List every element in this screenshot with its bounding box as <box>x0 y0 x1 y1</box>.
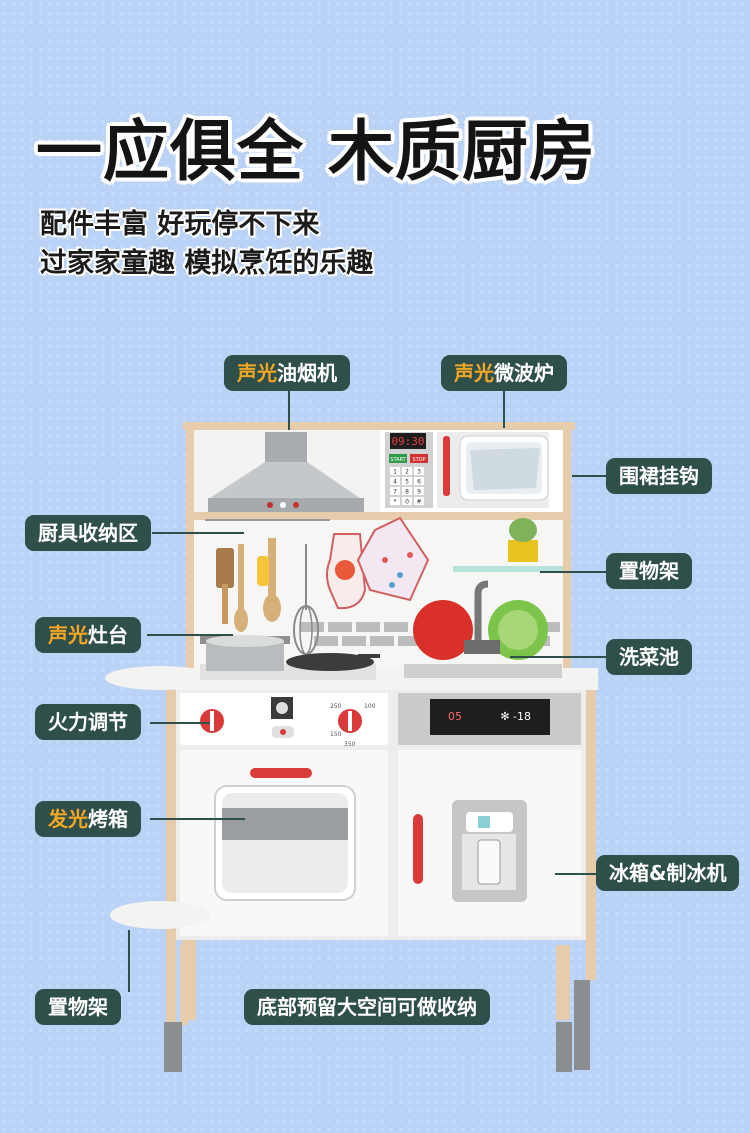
fridge-display-panel: 05 -18 ✻ <box>398 693 581 745</box>
callout-microwave: 声光微波炉 <box>441 355 567 391</box>
keypad-key-label: 8 <box>405 489 409 496</box>
callout-stove-text: 灶台 <box>88 623 128 647</box>
keypad-key <box>402 497 412 505</box>
callout-bottom-storage: 底部预留大空间可做收纳 <box>244 989 490 1025</box>
stop-button-label: STOP <box>412 457 425 463</box>
callout-side-shelf: 置物架 <box>35 989 121 1025</box>
frying-pan <box>286 653 380 671</box>
keypad-key <box>414 497 424 505</box>
oven-door <box>180 750 388 936</box>
oven-mark-100: 100 <box>364 703 376 710</box>
start-button-label: START <box>390 457 406 463</box>
keypad-key-label: 0 <box>405 499 409 506</box>
keypad-key <box>402 477 412 485</box>
callout-heat-knob: 火力调节 <box>35 704 141 740</box>
oven-mark-350: 350 <box>344 741 356 748</box>
faucet <box>464 580 500 654</box>
keypad-key-label: # <box>416 499 421 506</box>
hanging-utensils <box>205 519 330 655</box>
red-plate <box>413 600 473 660</box>
keypad-key <box>402 487 412 495</box>
left-front-leg <box>164 1022 182 1072</box>
microwave-display: 09:30 <box>391 435 424 448</box>
fridge-handle <box>413 814 423 884</box>
microwave: 09:30 START STOP 1 2 3 4 5 6 7 8 9 * 0 # <box>381 430 563 512</box>
keypad-key <box>402 467 412 475</box>
keypad-key <box>414 487 424 495</box>
callout-oven: 发光烤箱 <box>35 801 141 837</box>
keypad-key-label: 2 <box>405 469 409 476</box>
keypad-key-label: 3 <box>417 469 421 476</box>
callout-stove-highlight: 声光 <box>48 623 88 647</box>
left-wood-post <box>186 430 194 675</box>
page-title: 一应俱全 木质厨房 <box>36 113 596 190</box>
callout-microwave-text: 微波炉 <box>494 361 554 385</box>
knob-panel: 250 150 100 350 <box>180 693 388 748</box>
range-hood <box>208 432 364 512</box>
subtitle-line-1: 配件丰富 好玩停不下来 <box>40 209 320 240</box>
callout-range-hood-text: 油烟机 <box>277 361 337 385</box>
fridge-temp-right: -18 <box>513 710 531 723</box>
top-wood-rail <box>183 422 575 430</box>
keypad-key-label: 7 <box>393 489 397 496</box>
keypad-key-label: * <box>394 499 397 506</box>
callout-sink: 洗菜池 <box>606 639 692 675</box>
callout-utensil-storage: 厨具收纳区 <box>25 515 151 551</box>
right-wood-post <box>563 430 571 675</box>
keypad-key-label: 9 <box>417 489 421 496</box>
oven-mark-150: 150 <box>330 731 342 738</box>
microwave-handle <box>443 436 450 496</box>
keypad-key <box>390 467 400 475</box>
callout-fridge: 冰箱&制冰机 <box>596 855 740 891</box>
fridge-door <box>398 750 581 936</box>
keypad-key-label: 5 <box>405 479 409 486</box>
keypad-key <box>390 477 400 485</box>
callout-stove: 声光灶台 <box>35 617 141 653</box>
microwave-keypad: 1 2 3 4 5 6 7 8 9 * 0 # <box>390 467 424 506</box>
callout-oven-highlight: 发光 <box>48 807 88 831</box>
callout-range-hood-highlight: 声光 <box>237 361 277 385</box>
right-front-leg <box>556 1022 572 1072</box>
keypad-key-label: 6 <box>417 479 421 486</box>
fridge-temp-left: 05 <box>448 710 462 723</box>
keypad-key <box>390 487 400 495</box>
callout-apron-hook: 围裙挂钩 <box>606 458 712 494</box>
callout-oven-text: 烤箱 <box>88 807 128 831</box>
svg-text:✻: ✻ <box>500 710 509 723</box>
shelf-with-plant <box>453 518 563 572</box>
callout-microwave-highlight: 声光 <box>454 361 494 385</box>
callout-range-hood: 声光油烟机 <box>224 355 350 391</box>
pot <box>200 635 290 671</box>
side-shelf <box>110 901 210 929</box>
oven-handle <box>250 768 312 778</box>
oven-mark-250: 250 <box>330 703 342 710</box>
keypad-key <box>414 467 424 475</box>
keypad-key-label: 1 <box>393 469 397 476</box>
callout-shelf: 置物架 <box>606 553 692 589</box>
middle-wood-rail <box>194 512 563 520</box>
keypad-key <box>414 477 424 485</box>
keypad-key-label: 4 <box>393 479 397 486</box>
subtitle-line-2: 过家家童趣 模拟烹饪的乐趣 <box>40 248 374 279</box>
keypad-key <box>390 497 400 505</box>
sink-basin <box>404 664 562 678</box>
oven-mitts <box>326 516 430 610</box>
